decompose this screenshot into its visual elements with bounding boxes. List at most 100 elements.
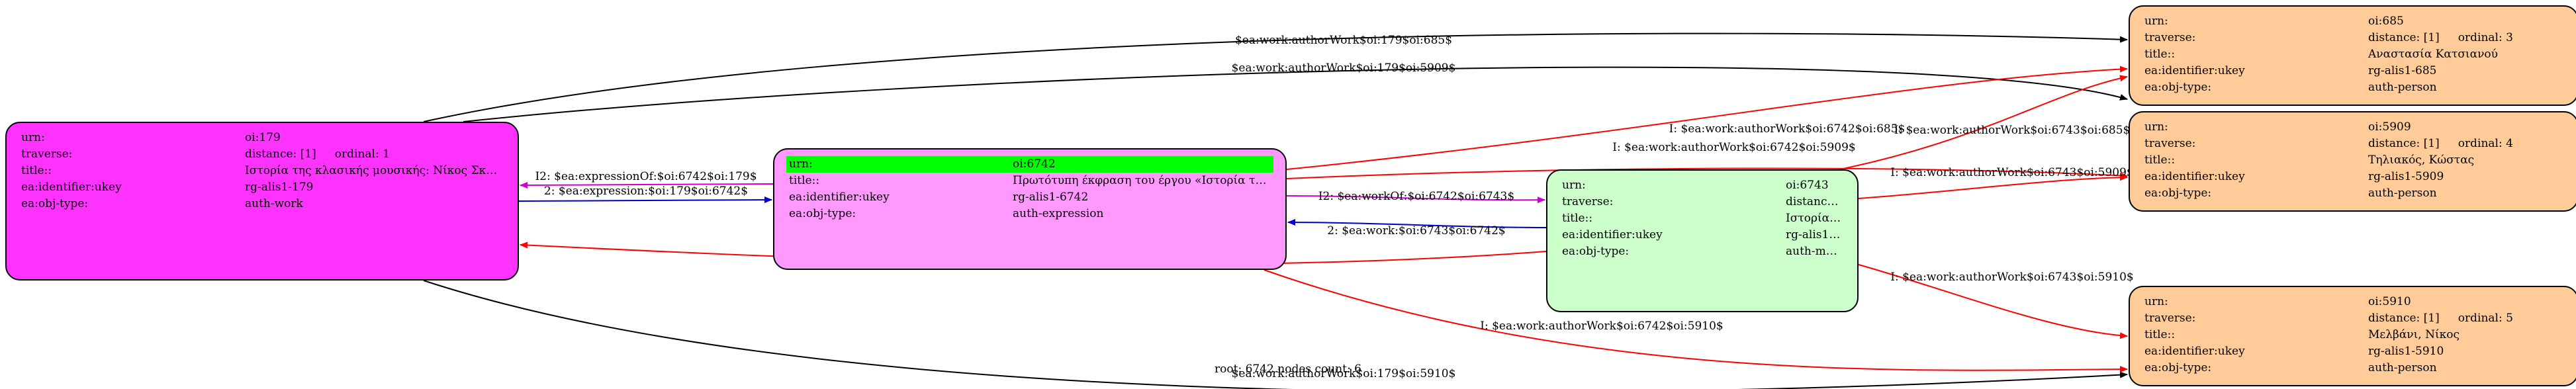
edge-oi179-oi6742 [518,196,772,204]
node-row-value-text: Πρωτότυπη έκφραση του έργου «Ιστορία της… [1013,174,1273,187]
node-row-value-extra: ordinal: 4 [2458,137,2513,150]
node-row-key: urn: [21,131,45,144]
node-row-value: auth-person [2366,79,2565,96]
node-row-value-text: rg-alis1-6742 [1013,191,1089,204]
edge-label: I: $ea:work:authorWork$oi:6742$oi:685$ [1669,122,1906,136]
edge-oi179-oi685 [423,32,2128,122]
node-row-value-text: oi:5909 [2368,120,2411,134]
node-row-key: title:: [2144,153,2176,167]
node-row: traverse:distance: [1]ordinal: 3 [2142,30,2565,46]
node-row-key: title:: [21,164,52,177]
edge-label: I2: $ea:workOf:$oi:6742$oi:6743$ [1318,190,1514,203]
node-row-value-text: rg-alis1-685 [2368,64,2437,77]
node-row-value: auth-work [242,196,506,212]
node-row-key: urn: [2144,120,2168,134]
node-row-value-text: auth-work [245,197,303,210]
node-row-key: title:: [2144,48,2176,61]
node-row-value-extra: ordinal: 3 [2458,31,2513,44]
node-row-value-text: distance: [1] [2368,312,2440,325]
node-row-value-extra: ordinal: 1 [334,148,390,161]
node-row-value: Αναστασία Κατσιανού [2366,46,2565,63]
node-row-value-text: distance: [1] [245,148,316,161]
node-row: ea:identifier:ukey rg-alis1-685 [2142,63,2565,79]
edge-oi179-oi5910 [423,280,2128,389]
node-row-key: ea:obj-type: [21,197,89,210]
node-row-value: oi:6743 [1783,177,1845,194]
edge-oi6742-oi5909 [1286,167,2128,179]
node-row-value: auth-expression [1010,206,1273,222]
node-row-key: ea:identifier:ukey [2144,64,2245,77]
node-row: ea:obj-type:auth-expression [786,206,1273,222]
node-row-value-extra: ordinal: 5 [2458,312,2513,325]
node-row-value: oi:6742 [1010,156,1273,173]
node-row-key: urn: [2144,15,2168,28]
node-row-key: ea:identifier:ukey [21,181,122,194]
edge-oi6742-oi5910 [1264,269,2128,373]
node-row-key: ea:obj-type: [1562,245,1630,258]
node-row-value-text: oi:685 [2368,15,2404,28]
node-row: ea:obj-type: auth-manifestation [1559,243,1845,260]
node-row-value: distance: [1]ordinal: 2 [1783,194,1845,210]
edge-label: I: $ea:work:authorWork$oi:6743$oi:5910$ [1890,271,2134,284]
node-row-value-text: auth-person [2368,187,2437,200]
node-row-value-text: auth-person [2368,81,2437,94]
node-row-key: traverse: [21,148,73,161]
node-row-value: rg-alis1-179 [242,179,506,196]
node-oi5910[interactable]: urn:oi:5910 traverse: distance: [1] ordinal… [2129,286,2576,386]
node-row-key: traverse: [2144,312,2196,325]
node-row: traverse: distance: [1] ordinal: 5 [2142,310,2565,327]
node-row-key: urn: [1562,179,1586,192]
node-row-value: oi:5909 [2366,119,2565,136]
node-row: title::Ιστορία της κλασικής μουσικής [1559,210,1845,227]
node-row-value: rg-alis1-6742 [1010,189,1273,206]
edge-oi179-oi5909 [463,66,2128,122]
node-row-value-text: distance: [1] [1786,195,1845,208]
node-row: ea:obj-type:auth-person [2142,185,2565,202]
node-row-key: traverse: [1562,195,1614,208]
node-row-value-text: rg-alis1-5910 [2368,345,2444,358]
node-row-value: Ιστορία της κλασικής μουσικής: Νίκος Σκα… [242,163,506,179]
node-row-key: ea:identifier:ukey [1562,228,1663,241]
node-row: traverse: distance: [1] ordinal: 1 [19,146,506,163]
edge-oi6743-oi5909 [1858,174,2128,199]
node-row-value-text: oi:5910 [2368,295,2411,308]
node-row: urn: oi:179 [19,130,506,146]
node-oi6743[interactable]: urn: oi:6743 traverse: distance: [1]ordinal… [1546,169,1859,312]
node-row: urn: oi:5909 [2142,119,2565,136]
edges-layer: $ea:work:authorWork$oi:179$oi:685$$ea:wo… [423,32,2134,389]
edge-label: I2: $ea:expressionOf:$oi:6742$oi:179$ [535,170,757,183]
edge-label: I: $ea:work:authorWork$oi:6742$oi:5910$ [1480,320,1724,333]
node-row-value: oi:685 [2366,13,2565,30]
node-row-value-text: rg-alis1-179 [245,181,314,194]
node-row-value: Πρωτότυπη έκφραση του έργου «Ιστορία της… [1010,173,1273,189]
node-row-value: auth-manifestation [1783,243,1845,260]
node-row-value-text: distance: [1] [2368,31,2440,44]
node-row-key: urn: [786,156,1010,173]
edge-label: 2: $ea:work:$oi:6743$oi:6742$ [1327,224,1505,238]
graph-footer: root: 6742 nodes count: 6 [1215,363,1361,376]
edge-oi6743-oi5910 [1858,264,2128,339]
node-row: ea:obj-type: auth-work [19,196,506,212]
node-row-value-text: auth-manifestation [1786,245,1845,258]
node-row-value: oi:5910 [2366,294,2565,310]
node-row-value-text: oi:179 [245,131,281,144]
node-row-value: Μελβάνι, Νίκος [2366,327,2565,343]
edge-oi6742-oi179 [520,181,774,189]
node-row-key: ea:identifier:ukey [2144,170,2245,183]
edge-oi6743-oi685 [1839,75,2128,170]
node-row: urn:oi:5910 [2142,294,2565,310]
edge-oi6742-oi6743 [1286,195,1545,204]
node-row: ea:identifier:ukey rg-alis1-179 [19,179,506,196]
node-row-key: ea:identifier:ukey [789,191,890,204]
node-row-value: oi:179 [242,130,506,146]
node-row-key: title:: [2144,328,2176,341]
edge-label: I: $ea:work:authorWork$oi:6743$oi:685$ [1894,124,2131,137]
node-oi179[interactable]: urn: oi:179 traverse: distance: [1] ordinal:… [5,122,519,281]
node-row-value-text: Ιστορία της κλασικής μουσικής: Νίκος Σκα… [245,164,506,177]
